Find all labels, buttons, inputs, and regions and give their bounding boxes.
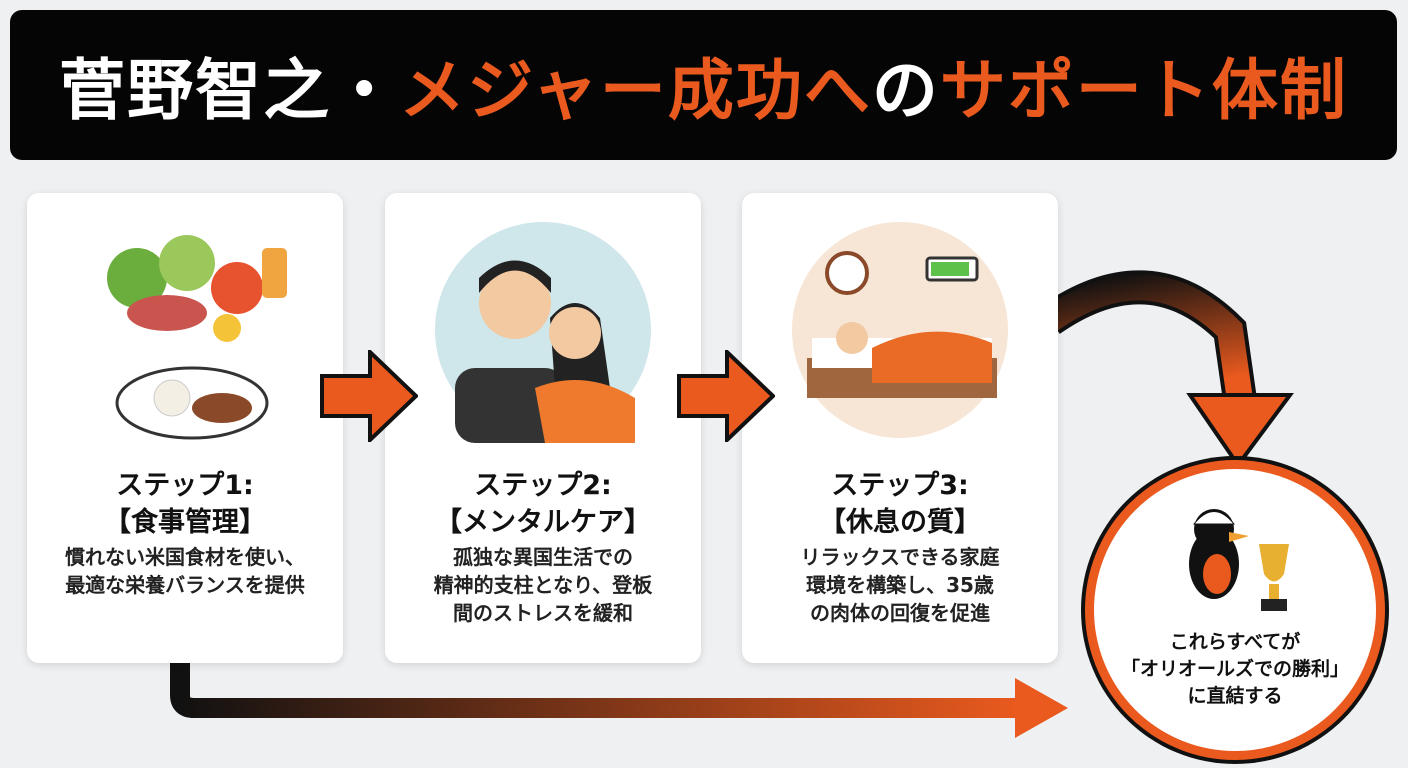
title-banner: 菅野智之・メジャー成功へのサポート体制 (10, 10, 1397, 160)
goal-circle: これらすべてが「オリオールズでの勝利」に直結する (1085, 460, 1385, 760)
food-illustration-icon (107, 235, 287, 440)
step-label: ステップ1: (116, 470, 254, 501)
step-card-3: ステップ3: 【休息の質】 リラックスできる家庭環境を構築し、35歳の肉体の回復… (742, 193, 1058, 663)
right-arrow-icon (677, 350, 775, 442)
couple-illustration-icon (435, 222, 651, 443)
step-name: 【メンタルケア】 (435, 507, 651, 538)
step-description: リラックスできる家庭環境を構築し、35歳の肉体の回復を促進 (800, 545, 1000, 625)
bottom-flow-arrow (170, 660, 1020, 718)
step-label: ステップ3: (831, 470, 969, 501)
step-name: 【食事管理】 (104, 507, 266, 538)
step-description: 慣れない米国食材を使い、最適な栄養バランスを提供 (65, 545, 305, 597)
oriole-trophy-icon (1189, 509, 1289, 611)
step-name: 【休息の質】 (819, 507, 981, 538)
curved-arrowhead (1186, 393, 1294, 469)
bottom-arrowhead (1015, 678, 1068, 738)
step-description: 孤独な異国生活での精神的支柱となり、登板間のストレスを緩和 (433, 545, 653, 625)
step-label: ステップ2: (474, 470, 612, 501)
right-arrow-icon (320, 350, 418, 442)
step-card-1: ステップ1: 【食事管理】 慣れない米国食材を使い、最適な栄養バランスを提供 (27, 193, 343, 663)
sleep-illustration-icon (792, 222, 1008, 438)
goal-text: これらすべてが「オリオールズでの勝利」に直結する (1120, 631, 1349, 707)
page-title: 菅野智之・メジャー成功へのサポート体制 (59, 52, 1348, 129)
step-card-2: ステップ2: 【メンタルケア】 孤独な異国生活での精神的支柱となり、登板間のスト… (385, 193, 701, 663)
